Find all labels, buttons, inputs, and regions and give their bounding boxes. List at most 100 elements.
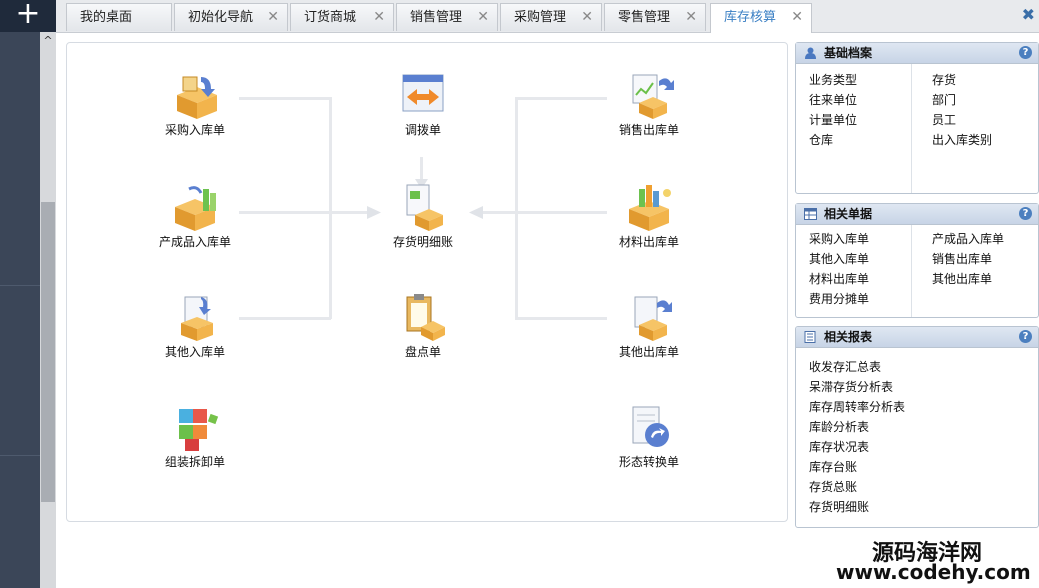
tab-retail[interactable]: 零售管理 ✕ <box>604 3 706 31</box>
node-label: 盘点单 <box>404 345 441 359</box>
link-io-category[interactable]: 出入库类别 <box>932 133 993 147</box>
node-transfer[interactable]: 调拨单 <box>383 71 463 137</box>
link-general-ledger[interactable]: 存货总账 <box>809 480 858 494</box>
link-inventory[interactable]: 存货 <box>932 73 957 87</box>
node-other-out[interactable]: 其他出库单 <box>609 293 689 359</box>
link-warehouse[interactable]: 仓库 <box>809 133 834 147</box>
panel-title: 相关报表 <box>824 330 873 344</box>
node-label: 其他出库单 <box>618 345 679 359</box>
tab-label: 零售管理 <box>618 10 671 25</box>
connector <box>420 157 423 181</box>
tab-order-mall[interactable]: 订货商城 ✕ <box>290 3 394 31</box>
node-sales-out[interactable]: 销售出库单 <box>609 71 689 137</box>
connector <box>515 317 607 320</box>
chart-box-out-icon <box>621 71 677 121</box>
ledger-box-icon <box>395 183 451 233</box>
link-product-in[interactable]: 产成品入库单 <box>932 232 1005 246</box>
blocks-icon <box>167 403 223 453</box>
link-turnover-analysis[interactable]: 库存周转率分析表 <box>809 400 906 414</box>
connector <box>481 211 607 214</box>
close-all-icon[interactable]: ✖ <box>1021 5 1035 24</box>
node-assembly[interactable]: 组装拆卸单 <box>155 403 235 469</box>
node-label: 材料出库单 <box>618 235 679 249</box>
connector <box>329 97 332 319</box>
node-label: 销售出库单 <box>618 123 679 137</box>
add-button[interactable]: + <box>0 0 56 32</box>
link-partner[interactable]: 往来单位 <box>809 93 858 107</box>
close-icon[interactable]: ✕ <box>791 9 803 25</box>
link-cost-allocation[interactable]: 费用分摊单 <box>809 292 870 306</box>
node-stocktake[interactable]: 盘点单 <box>383 293 463 359</box>
vertical-scrollbar[interactable]: ^ <box>40 32 56 588</box>
tab-label: 订货商城 <box>304 10 357 25</box>
link-stock-status[interactable]: 库存状况表 <box>809 440 870 454</box>
tab-label: 采购管理 <box>514 10 567 25</box>
link-stock-book[interactable]: 库存台账 <box>809 460 858 474</box>
node-other-in[interactable]: 其他入库单 <box>155 293 235 359</box>
product-box-icon <box>167 183 223 233</box>
close-icon[interactable]: ✕ <box>477 9 489 25</box>
connector <box>515 97 518 319</box>
link-other-in[interactable]: 其他入库单 <box>809 252 870 266</box>
user-icon <box>805 47 816 59</box>
close-icon[interactable]: ✕ <box>373 9 385 25</box>
link-other-out[interactable]: 其他出库单 <box>932 272 993 286</box>
help-icon[interactable]: ? <box>1019 207 1032 220</box>
close-icon[interactable]: ✕ <box>267 9 279 25</box>
tab-inventory[interactable]: 库存核算 ✕ <box>710 3 812 33</box>
scroll-thumb[interactable] <box>41 202 55 502</box>
convert-icon <box>621 403 677 453</box>
tab-desktop[interactable]: 我的桌面 <box>66 3 172 31</box>
tab-bar: 我的桌面 初始化导航 ✕ 订货商城 ✕ 销售管理 ✕ 采购管理 ✕ 零售管理 ✕ 库存核算… <box>56 0 1039 33</box>
panel-related-reports: 相关报表 ? 收发存汇总表 呆滞存货分析表 库存周转率分析表 库龄分析表 库存状… <box>795 326 1039 528</box>
panel-column-left: 业务类型 往来单位 计量单位 仓库 <box>809 70 857 150</box>
tab-label: 初始化导航 <box>188 10 254 25</box>
panel-header: 基础档案 ? <box>796 43 1038 64</box>
link-employee[interactable]: 员工 <box>932 113 957 127</box>
panel-header: 相关报表 ? <box>796 327 1038 348</box>
scroll-up-icon[interactable]: ^ <box>43 34 53 47</box>
sidebar-divider <box>0 455 40 456</box>
node-purchase-in[interactable]: 采购入库单 <box>155 71 235 137</box>
link-stale-analysis[interactable]: 呆滞存货分析表 <box>809 380 894 394</box>
node-material-out[interactable]: 材料出库单 <box>609 183 689 249</box>
connector <box>239 317 331 320</box>
tab-label: 我的桌面 <box>80 10 133 25</box>
panel-column-right: 产成品入库单 销售出库单 其他出库单 <box>932 229 1004 289</box>
node-product-in[interactable]: 产成品入库单 <box>155 183 235 249</box>
connector <box>515 97 607 100</box>
link-age-analysis[interactable]: 库龄分析表 <box>809 420 870 434</box>
link-purchase-in[interactable]: 采购入库单 <box>809 232 870 246</box>
link-sales-out[interactable]: 销售出库单 <box>932 252 993 266</box>
node-label: 组装拆卸单 <box>164 455 225 469</box>
close-icon[interactable]: ✕ <box>581 9 593 25</box>
tab-sales[interactable]: 销售管理 ✕ <box>396 3 498 31</box>
report-icon <box>804 331 816 343</box>
left-sidebar <box>0 0 40 588</box>
material-box-icon <box>621 183 677 233</box>
inventory-flow-panel: 采购入库单 产成品入库单 其他入库单 组装拆卸单 调拨单 存货明细账 <box>66 42 788 522</box>
link-io-summary[interactable]: 收发存汇总表 <box>809 360 882 374</box>
connector <box>239 211 371 214</box>
link-detail-ledger[interactable]: 存货明细账 <box>809 500 870 514</box>
node-form-convert[interactable]: 形态转换单 <box>609 403 689 469</box>
panel-title: 相关单据 <box>824 207 873 221</box>
box-in-icon <box>167 71 223 121</box>
help-icon[interactable]: ? <box>1019 46 1032 59</box>
link-business-type[interactable]: 业务类型 <box>809 73 858 87</box>
help-icon[interactable]: ? <box>1019 330 1032 343</box>
link-unit[interactable]: 计量单位 <box>809 113 858 127</box>
node-label: 其他入库单 <box>164 345 225 359</box>
link-material-out[interactable]: 材料出库单 <box>809 272 870 286</box>
node-label: 调拨单 <box>404 123 441 137</box>
tab-label: 库存核算 <box>724 10 777 25</box>
tab-label: 销售管理 <box>410 10 463 25</box>
link-department[interactable]: 部门 <box>932 93 957 107</box>
node-stock-ledger[interactable]: 存货明细账 <box>383 183 463 249</box>
close-icon[interactable]: ✕ <box>685 9 697 25</box>
node-label: 采购入库单 <box>164 123 225 137</box>
doc-box-in-icon <box>167 293 223 343</box>
column-divider <box>911 64 912 193</box>
tab-purchase[interactable]: 采购管理 ✕ <box>500 3 602 31</box>
tab-init-nav[interactable]: 初始化导航 ✕ <box>174 3 288 31</box>
